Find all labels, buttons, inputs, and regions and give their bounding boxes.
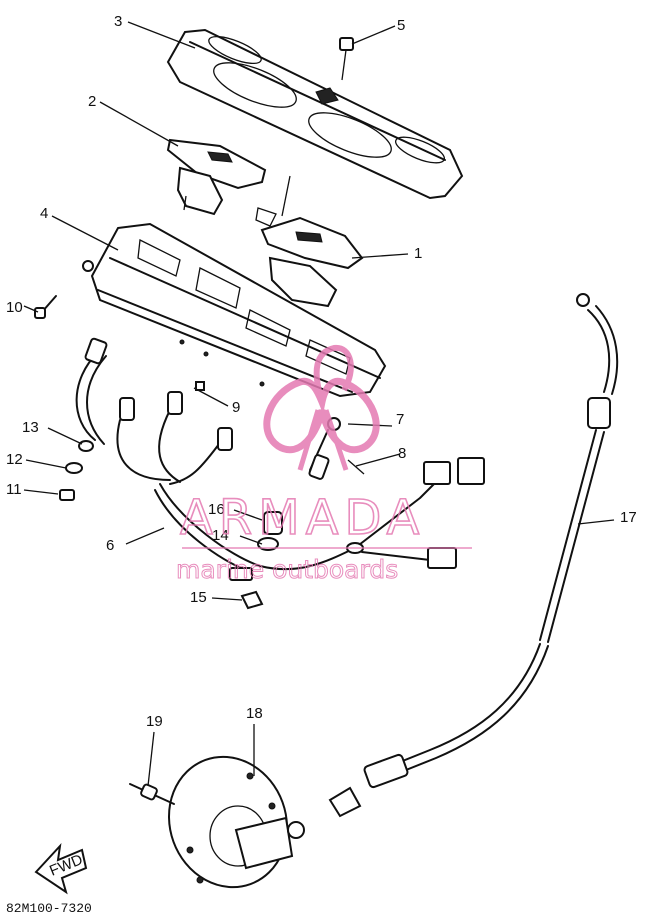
watermark-tagline: marine outboards [176, 555, 398, 584]
part-small-grommets [59, 381, 365, 610]
part-pin [129, 783, 175, 805]
part-main-meter [255, 175, 364, 308]
part-wire-harness [75, 337, 485, 581]
callout-2: 2 [88, 93, 96, 110]
part-screw-5 [339, 37, 354, 81]
leader-lines [23, 21, 615, 787]
callout-5: 5 [397, 17, 405, 34]
part-meter-cover [166, 28, 464, 200]
callout-8: 8 [398, 445, 406, 462]
callout-1: 1 [414, 245, 422, 262]
armada-watermark: ARMADA marine outboards [176, 344, 472, 585]
callout-15: 15 [190, 589, 207, 606]
watermark-brand: ARMADA [180, 490, 425, 546]
callout-18: 18 [246, 705, 263, 722]
callout-6: 6 [106, 537, 114, 554]
part-small-meter [166, 138, 267, 216]
callout-10: 10 [6, 299, 23, 316]
callout-14: 14 [212, 527, 229, 544]
part-speedo-cable [328, 293, 619, 818]
callout-3: 3 [114, 13, 122, 30]
callout-labels: 3 5 2 1 4 10 9 7 8 13 12 11 16 14 15 6 1… [6, 13, 637, 730]
callout-12: 12 [6, 451, 23, 468]
callout-19: 19 [146, 713, 163, 730]
callout-16: 16 [208, 501, 225, 518]
callout-4: 4 [40, 205, 48, 222]
part-meter-case [82, 222, 387, 398]
callout-17: 17 [620, 509, 637, 526]
part-screw-10 [34, 295, 57, 319]
part-drive-housing [168, 755, 305, 889]
fwd-arrow-icon: FWD [34, 842, 88, 895]
callout-9: 9 [232, 399, 240, 416]
drawing-code: 82M100-7320 [6, 901, 92, 916]
callout-11: 11 [6, 481, 22, 498]
ribbon-logo-icon [263, 344, 380, 471]
callout-7: 7 [396, 411, 404, 428]
callout-13: 13 [22, 419, 39, 436]
